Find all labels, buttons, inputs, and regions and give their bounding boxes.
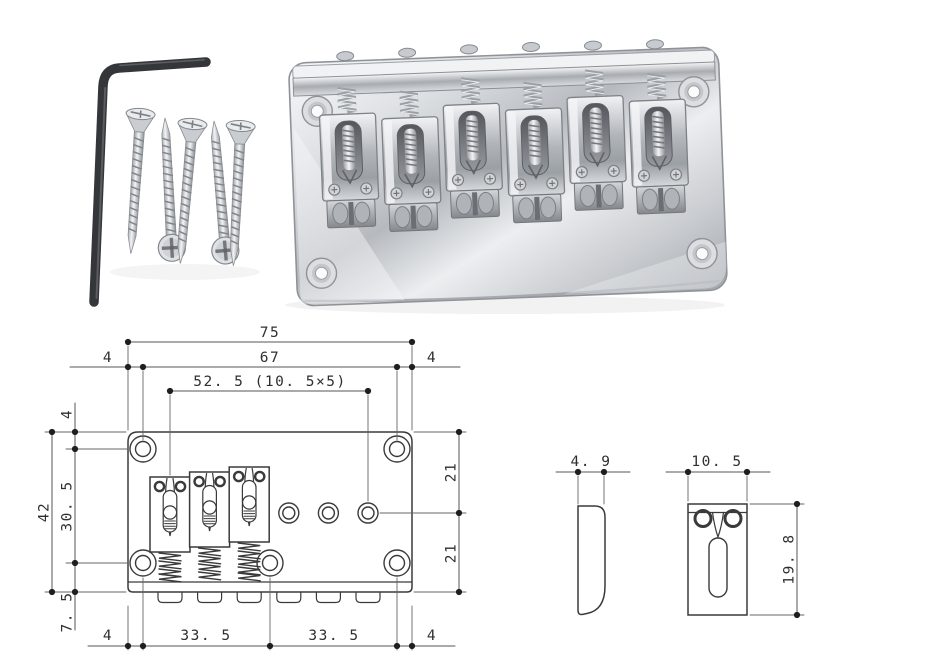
bridge-photo [89, 39, 728, 314]
dim-bottom-span-left: 33. 5 [180, 628, 231, 644]
bridge-back-lip [292, 39, 716, 97]
dim-saddle-top-width: 10. 5 [691, 454, 742, 470]
dim-bottom-span-right: 33. 5 [308, 628, 359, 644]
intonation-screw-heads [336, 39, 664, 62]
plan-view [127, 431, 413, 604]
mounting-screw [115, 106, 157, 256]
dim-string-spread: 52. 5 (10. 5×5) [193, 374, 346, 390]
bridge-mounting-holes [301, 76, 718, 289]
dim-hole-to-bottom-edge: 7. 5 [60, 592, 76, 633]
dimension-lines [48, 338, 801, 650]
dim-right-bottom-half: 21 [444, 543, 460, 563]
string-hole-tabs [157, 591, 381, 604]
dimension-drawing: 75 4 67 4 52. 5 (10. 5×5) 4 42 30. 5 7. … [37, 325, 805, 651]
mounting-hole [678, 76, 710, 108]
plan-mounting-holes [129, 435, 411, 577]
saddle-side-view [577, 505, 606, 616]
dim-right-top-half: 21 [444, 462, 460, 482]
mounting-hole [305, 257, 338, 289]
plan-saddles [148, 465, 271, 583]
saddle-top-view [687, 503, 748, 616]
mounting-screws [115, 106, 257, 268]
screws-shadow [110, 264, 260, 280]
plan-string-holes [278, 502, 379, 524]
dim-left-offset-top: 4 [103, 350, 113, 366]
dim-hole-row-span: 30. 5 [60, 480, 76, 531]
mounting-hole [686, 237, 718, 270]
dim-overall-width: 75 [260, 325, 280, 341]
dim-screw-span: 67 [260, 350, 280, 366]
dim-right-offset-top: 4 [427, 350, 437, 366]
dim-bottom-right-offset: 4 [427, 628, 437, 644]
dim-plate-top-to-hole: 4 [60, 409, 76, 419]
dim-bottom-left-offset: 4 [103, 628, 113, 644]
hex-wrench [89, 57, 211, 307]
dim-saddle-top-length: 19. 8 [782, 533, 798, 584]
chrome-bridge [288, 39, 728, 307]
dim-overall-height: 42 [37, 502, 53, 522]
dim-saddle-side-thickness: 4. 9 [571, 454, 612, 470]
dimension-labels: 75 4 67 4 52. 5 (10. 5×5) 4 42 30. 5 7. … [37, 325, 798, 644]
